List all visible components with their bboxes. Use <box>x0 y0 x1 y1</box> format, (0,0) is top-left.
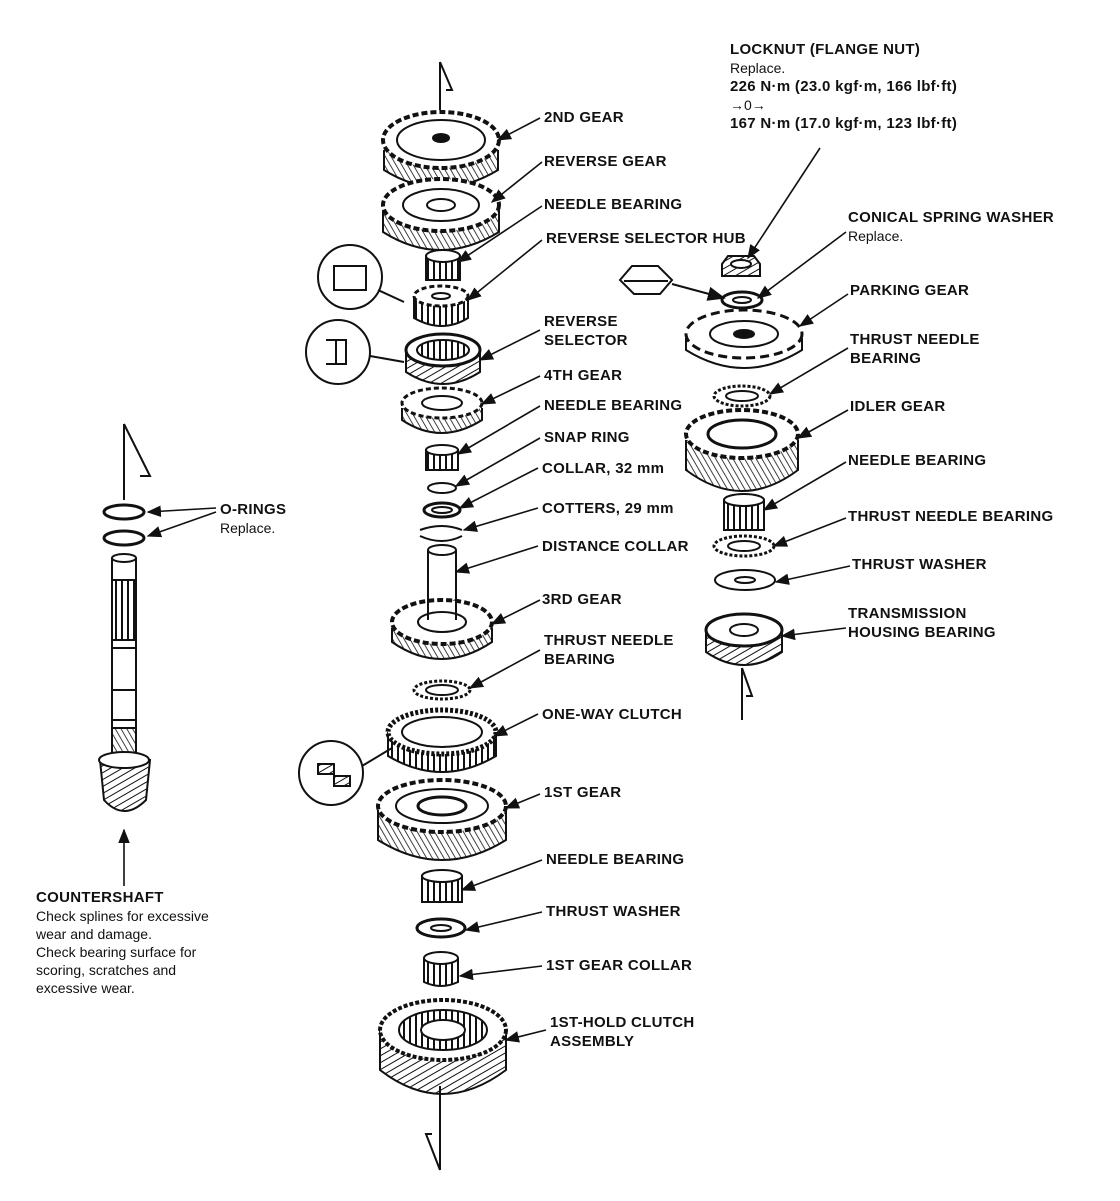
label-3rd-gear: 3RD GEAR <box>542 591 622 608</box>
o-rings-callout: O-RINGS Replace. <box>220 500 286 537</box>
label-collar-32: COLLAR, 32 mm <box>542 460 665 477</box>
label-4th-gear: 4TH GEAR <box>544 367 623 384</box>
housing-bearing-part <box>704 612 784 666</box>
label-thrust-needle-bearing: THRUST NEEDLE BEARING <box>544 632 674 668</box>
needle-bearing-r-part <box>723 493 765 531</box>
label-needle-bearing-1: NEEDLE BEARING <box>544 196 683 213</box>
center-axis <box>424 61 454 1171</box>
reverse-selector-hub-part <box>412 284 470 327</box>
label-snap-ring: SNAP RING <box>544 429 630 446</box>
right-axis <box>741 667 754 720</box>
label-o-rings: O-RINGS <box>220 501 287 518</box>
distance-collar-part <box>427 544 457 604</box>
idler-gear-part <box>684 408 800 492</box>
reverse-gear-part <box>381 177 501 251</box>
1st-gear-part <box>376 778 508 861</box>
countershaft-axis <box>123 423 152 500</box>
thrust-washer-r-part <box>714 569 776 591</box>
conical-washer-callout: CONICAL SPRING WASHER Replace. <box>848 208 1054 245</box>
thrust-needle-bearing-part <box>412 679 472 701</box>
locknut-torque-1: 226 N·m (23.0 kgf·m, 166 lbf·ft) <box>730 78 958 95</box>
label-1st-hold-clutch: 1ST-HOLD CLUTCH ASSEMBLY <box>550 1014 695 1050</box>
locknut-callout: LOCKNUT (FLANGE NUT) Replace. 226 N·m (2… <box>730 40 957 133</box>
label-reverse-selector-hub: REVERSE SELECTOR HUB <box>546 230 746 247</box>
label-1st-gear-collar: 1ST GEAR COLLAR <box>546 957 693 974</box>
label-idler-gear: IDLER GEAR <box>850 398 946 415</box>
label-needle-bearing-3: NEEDLE BEARING <box>546 851 685 868</box>
label-thrust-needle-bearing-r1: THRUST NEEDLE BEARING <box>850 331 980 367</box>
countershaft-part <box>98 553 152 812</box>
detail-callout-1 <box>317 244 405 310</box>
right-leaders <box>747 147 851 641</box>
conical-washer-detail <box>618 265 726 301</box>
thrust-needle-bearing-r1-part <box>712 384 772 408</box>
center-leaders <box>454 117 547 1043</box>
countershaft-callout: COUNTERSHAFT Check splines for excessive… <box>36 888 209 997</box>
needle-bearing-3-part <box>421 869 463 903</box>
label-cotters-29: COTTERS, 29 mm <box>542 500 674 517</box>
label-conical-spring-washer: CONICAL SPRING WASHER <box>848 209 1055 226</box>
label-countershaft: COUNTERSHAFT <box>36 889 164 906</box>
locknut-torque-2: 167 N·m (17.0 kgf·m, 123 lbf·ft) <box>730 115 958 132</box>
locknut-part <box>721 255 761 277</box>
parking-gear-part <box>684 308 804 369</box>
label-2nd-gear: 2ND GEAR <box>544 109 624 126</box>
o-rings-part <box>102 503 146 547</box>
locknut-title: LOCKNUT (FLANGE NUT) <box>730 41 921 58</box>
note-conical-spring-washer: Replace. <box>848 228 904 244</box>
needle-bearing-1-part <box>425 249 461 281</box>
1st-gear-collar-part <box>423 951 459 987</box>
1st-hold-clutch-part <box>378 998 508 1095</box>
reverse-selector-part <box>404 332 482 385</box>
label-parking-gear: PARKING GEAR <box>850 282 970 299</box>
left-leaders <box>118 505 217 886</box>
label-one-way-clutch: ONE-WAY CLUTCH <box>542 706 683 723</box>
label-thrust-washer: THRUST WASHER <box>546 903 681 920</box>
3rd-gear-part <box>390 598 494 660</box>
detail-callout-3 <box>298 740 393 806</box>
label-housing-bearing: TRANSMISSION HOUSING BEARING <box>848 605 996 641</box>
detail-callout-2 <box>305 319 405 385</box>
label-thrust-washer-r: THRUST WASHER <box>852 556 987 573</box>
4th-gear-part <box>400 386 484 434</box>
label-reverse-selector: REVERSE SELECTOR <box>544 313 628 349</box>
cotters-part <box>419 525 463 542</box>
conical-spring-washer-part <box>720 290 764 310</box>
label-thrust-needle-bearing-r2: THRUST NEEDLE BEARING <box>848 508 1054 525</box>
locknut-arrow: →0→ <box>730 97 766 113</box>
label-distance-collar: DISTANCE COLLAR <box>542 538 689 555</box>
needle-bearing-2-part <box>425 444 459 471</box>
label-needle-bearing-2: NEEDLE BEARING <box>544 397 683 414</box>
thrust-washer-part <box>415 917 467 939</box>
label-needle-bearing-r: NEEDLE BEARING <box>848 452 987 469</box>
label-1st-gear: 1ST GEAR <box>544 784 622 801</box>
thrust-needle-bearing-r2-part <box>712 534 776 558</box>
snap-ring-part <box>427 482 457 494</box>
note-o-rings: Replace. <box>220 520 276 536</box>
note-countershaft: Check splines for excessive wear and dam… <box>36 908 209 996</box>
one-way-clutch-part <box>385 707 499 773</box>
locknut-note: Replace. <box>730 60 786 76</box>
collar-32-part <box>422 501 462 519</box>
label-reverse-gear: REVERSE GEAR <box>544 153 667 170</box>
2nd-gear-part <box>381 110 501 189</box>
